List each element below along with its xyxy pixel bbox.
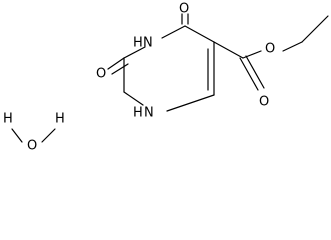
bond-cester-oether	[242, 50, 262, 59]
atom-o-left: O	[96, 67, 106, 82]
atom-h-n1: H	[133, 106, 143, 121]
atom-o-top: O	[179, 2, 189, 17]
bond-water-h-left	[11, 128, 23, 143]
bond-n3-c4	[161, 25, 186, 39]
water-o: O	[27, 139, 37, 154]
atom-h-n3: H	[133, 36, 143, 51]
water-h-right: H	[55, 112, 65, 127]
bond-c2-o-2	[111, 63, 129, 75]
bond-ch2-ch3	[301, 15, 329, 43]
bond-n1-c2	[123, 91, 144, 106]
bond-c5-cester	[213, 41, 244, 59]
bond-c2-o	[107, 57, 125, 70]
bond-c6-n1	[166, 94, 215, 112]
bond-water-h-right	[41, 128, 56, 143]
water-h-left: H	[3, 112, 13, 127]
atom-o-ester-carbonyl: O	[259, 95, 269, 110]
bond-cester-ocarbonyl-2	[245, 55, 265, 89]
bond-c4-c5	[184, 25, 215, 43]
chemical-structure-figure: O H N O H N O O H O H	[3, 1, 329, 154]
atom-o-ester-ether: O	[265, 42, 275, 57]
atom-n3: N	[143, 36, 153, 51]
bond-oether-ch2	[282, 41, 303, 52]
atom-n1: N	[144, 106, 154, 121]
structure-svg: O H N O H N O O H O H	[3, 2, 329, 154]
bond-cester-ocarbonyl	[239, 57, 259, 91]
bond-c2-n3	[123, 46, 146, 59]
